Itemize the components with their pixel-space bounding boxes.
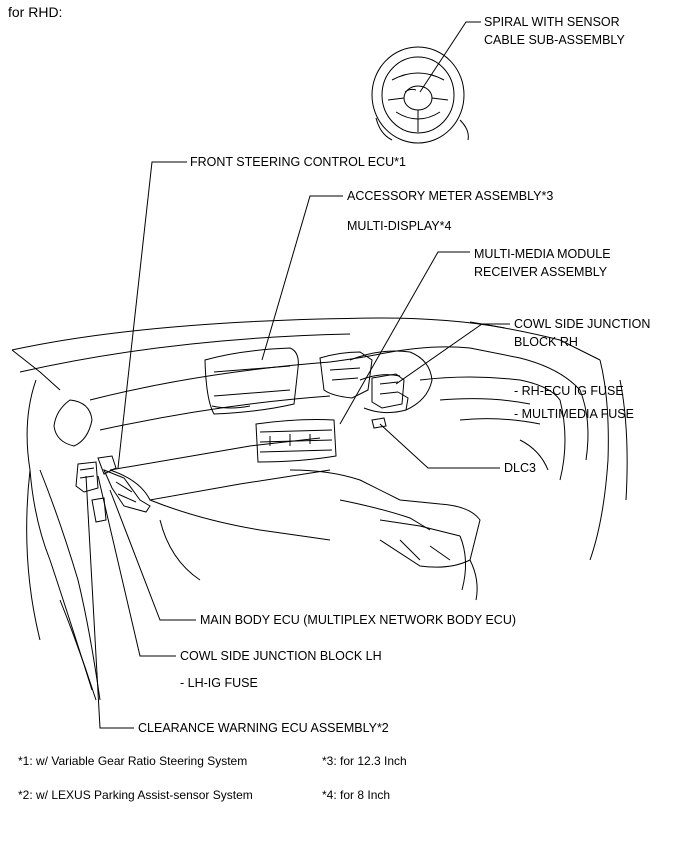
label-cowl-rh-line2: BLOCK RH bbox=[514, 335, 578, 349]
label-main-body-ecu: MAIN BODY ECU (MULTIPLEX NETWORK BODY EC… bbox=[200, 613, 517, 627]
page-header: for RHD: bbox=[8, 4, 63, 20]
footnote-1: *1: w/ Variable Gear Ratio Steering Syst… bbox=[18, 754, 248, 768]
label-clearance-warning: CLEARANCE WARNING ECU ASSEMBLY*2 bbox=[138, 721, 389, 735]
label-multimedia-line1: MULTI-MEDIA MODULE bbox=[474, 247, 611, 261]
label-cowl-lh: COWL SIDE JUNCTION BLOCK LH bbox=[180, 649, 382, 663]
label-rh-ecu-fuse: - RH-ECU IG FUSE bbox=[514, 384, 624, 398]
label-multi-display: MULTI-DISPLAY*4 bbox=[347, 219, 452, 233]
label-cowl-rh-line1: COWL SIDE JUNCTION bbox=[514, 317, 651, 331]
footnote-2: *2: w/ LEXUS Parking Assist-sensor Syste… bbox=[18, 788, 253, 802]
label-spiral-line1: SPIRAL WITH SENSOR bbox=[484, 15, 620, 29]
label-multimedia-fuse: - MULTIMEDIA FUSE bbox=[514, 407, 634, 421]
leader-lines bbox=[85, 21, 510, 729]
label-front-steering-ecu: FRONT STEERING CONTROL ECU*1 bbox=[190, 155, 406, 169]
label-dlc3: DLC3 bbox=[504, 461, 536, 475]
car-interior-drawing bbox=[11, 317, 628, 701]
label-multimedia-line2: RECEIVER ASSEMBLY bbox=[474, 265, 608, 279]
footnote-3: *3: for 12.3 Inch bbox=[322, 754, 407, 768]
label-accessory-meter: ACCESSORY METER ASSEMBLY*3 bbox=[347, 189, 554, 203]
footnote-4: *4: for 8 Inch bbox=[322, 788, 391, 802]
label-spiral-line2: CABLE SUB-ASSEMBLY bbox=[484, 33, 625, 47]
steering-wheel-drawing bbox=[371, 46, 469, 144]
label-lh-ig-fuse: - LH-IG FUSE bbox=[180, 676, 258, 690]
